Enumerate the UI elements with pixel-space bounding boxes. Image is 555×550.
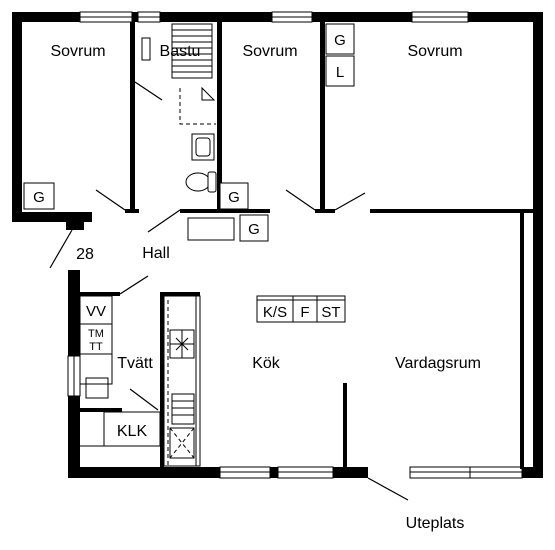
room-tvatt: Tvätt <box>117 355 153 372</box>
doors <box>49 81 409 501</box>
top-windows <box>79 11 469 23</box>
room-bastu: Bastu <box>160 43 201 60</box>
storage-l-top-right: L <box>325 55 355 87</box>
appliance-ks: K/S <box>263 304 287 321</box>
storage-g-sovrum-2: G <box>219 182 249 210</box>
storage-g-top-right: G <box>325 23 355 55</box>
klk-closet: KLK <box>80 411 161 447</box>
toilet <box>185 171 217 193</box>
laundry-units: VV TM TT <box>79 295 113 399</box>
kitchen-appliance-row: K/S F ST <box>256 295 346 323</box>
appliance-st: ST <box>321 304 340 321</box>
interior-walls <box>80 22 540 470</box>
room-sovrum-1: Sovrum <box>50 43 105 60</box>
storage-g-sovrum-1: G <box>23 182 55 210</box>
shower-area <box>179 86 216 125</box>
room-sovrum-2: Sovrum <box>242 43 297 60</box>
storage-l-top-right-label: L <box>336 64 344 81</box>
kitchen-counter <box>163 295 201 467</box>
laundry-window <box>67 355 81 397</box>
sauna-bench <box>141 23 213 79</box>
appliance-f: F <box>300 304 309 321</box>
bottom-windows <box>219 466 523 479</box>
appliance-tt: TT <box>89 341 103 353</box>
washbasin <box>191 133 215 161</box>
storage-g-sovrum-2-label: G <box>228 189 240 206</box>
klk-label: KLK <box>117 423 148 440</box>
appliance-tm: TM <box>88 328 104 340</box>
apartment-number: 28 <box>76 246 94 263</box>
room-vardagsrum: Vardagsrum <box>395 355 481 372</box>
appliance-vv: VV <box>86 303 106 320</box>
room-kok: Kök <box>252 355 281 372</box>
room-sovrum-3: Sovrum <box>407 43 462 60</box>
room-uteplats: Uteplats <box>406 515 465 532</box>
hall-shelf <box>187 217 235 241</box>
storage-g-hall: G <box>239 214 269 242</box>
room-hall: Hall <box>142 245 170 262</box>
storage-g-sovrum-1-label: G <box>33 189 45 206</box>
storage-g-top-right-label: G <box>334 32 346 49</box>
storage-g-hall-label: G <box>248 221 260 238</box>
